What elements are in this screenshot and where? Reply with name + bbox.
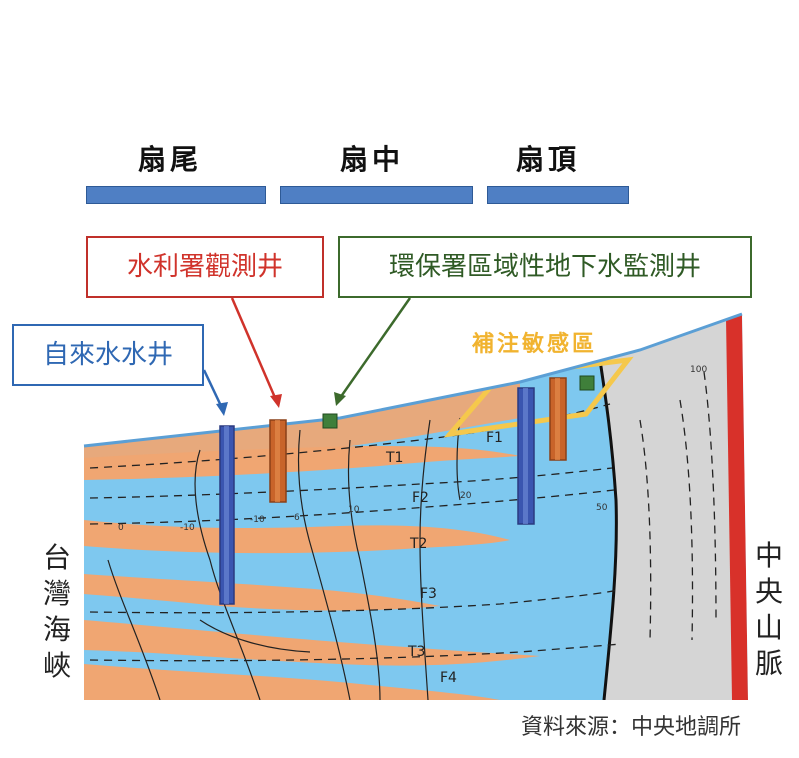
aquitard-t2 <box>84 520 510 554</box>
aquitard-t1 <box>84 446 520 480</box>
central-range-label: 中央山脈 <box>752 538 786 682</box>
callout-epa-monitoring-well: 環保署區域性地下水監測井 <box>338 236 752 298</box>
recharge-zone <box>443 356 634 438</box>
zone-bar-fan-middle <box>280 186 473 204</box>
contour-value-10: 10 <box>348 505 360 515</box>
layer-label-t2: T2 <box>409 536 427 552</box>
central-range-text: 中央山脈 <box>754 539 783 680</box>
callout-water-resources-well-text: 水利署觀測井 <box>126 252 283 282</box>
zone-label-fan-tail: 扇尾 <box>138 143 203 176</box>
contour-lines <box>107 417 461 700</box>
fault-line <box>598 359 618 700</box>
taiwan-strait-label: 台灣海峽 <box>40 540 74 684</box>
contour-value-0: 0 <box>118 523 124 533</box>
fault-zone <box>726 314 748 700</box>
zone-bar-fan-tail <box>86 186 266 204</box>
layer-label-t1: T1 <box>385 450 403 466</box>
contour-value-50: 50 <box>596 503 608 513</box>
layer-label-f4: F4 <box>440 670 457 686</box>
recharge-zone-label: 補注敏感區 <box>472 332 598 357</box>
aquitard-t3 <box>84 620 540 666</box>
layer-label-f3: F3 <box>420 586 437 602</box>
contour-value-20: 20 <box>460 491 472 501</box>
epa-well-left <box>322 413 338 429</box>
layer-label-t3: T3 <box>407 644 425 660</box>
callout-water-resources-well: 水利署觀測井 <box>86 236 324 298</box>
contour-value-neg10-left: -10 <box>180 523 195 533</box>
ground-surface <box>83 312 743 448</box>
contour-value-6: 6 <box>294 513 300 523</box>
zone-label-fan-top: 扇頂 <box>516 143 581 176</box>
callout-tap-water-well-text: 自來水水井 <box>42 340 173 370</box>
data-source: 資料來源：中央地調所 <box>486 700 776 750</box>
aquitard-bottom <box>84 664 500 700</box>
callout-arrows <box>202 297 412 416</box>
zone-bar-fan-top <box>487 186 629 204</box>
mountain-block <box>600 314 748 700</box>
contour-value-100: 100 <box>690 365 707 375</box>
contour-value-neg10: -10 <box>250 515 265 525</box>
epa-well-right <box>579 375 595 391</box>
layer-label-f2: F2 <box>412 490 429 506</box>
callout-tap-water-well: 自來水水井 <box>12 324 204 386</box>
data-source-text: 資料來源：中央地調所 <box>520 715 741 740</box>
callout-epa-monitoring-well-text: 環保署區域性地下水監測井 <box>388 252 701 282</box>
taiwan-strait-text: 台灣海峽 <box>42 541 71 682</box>
zone-label-fan-middle: 扇中 <box>340 143 405 176</box>
aquitard-mid-left <box>84 574 440 611</box>
layer-label-f1: F1 <box>486 430 503 446</box>
